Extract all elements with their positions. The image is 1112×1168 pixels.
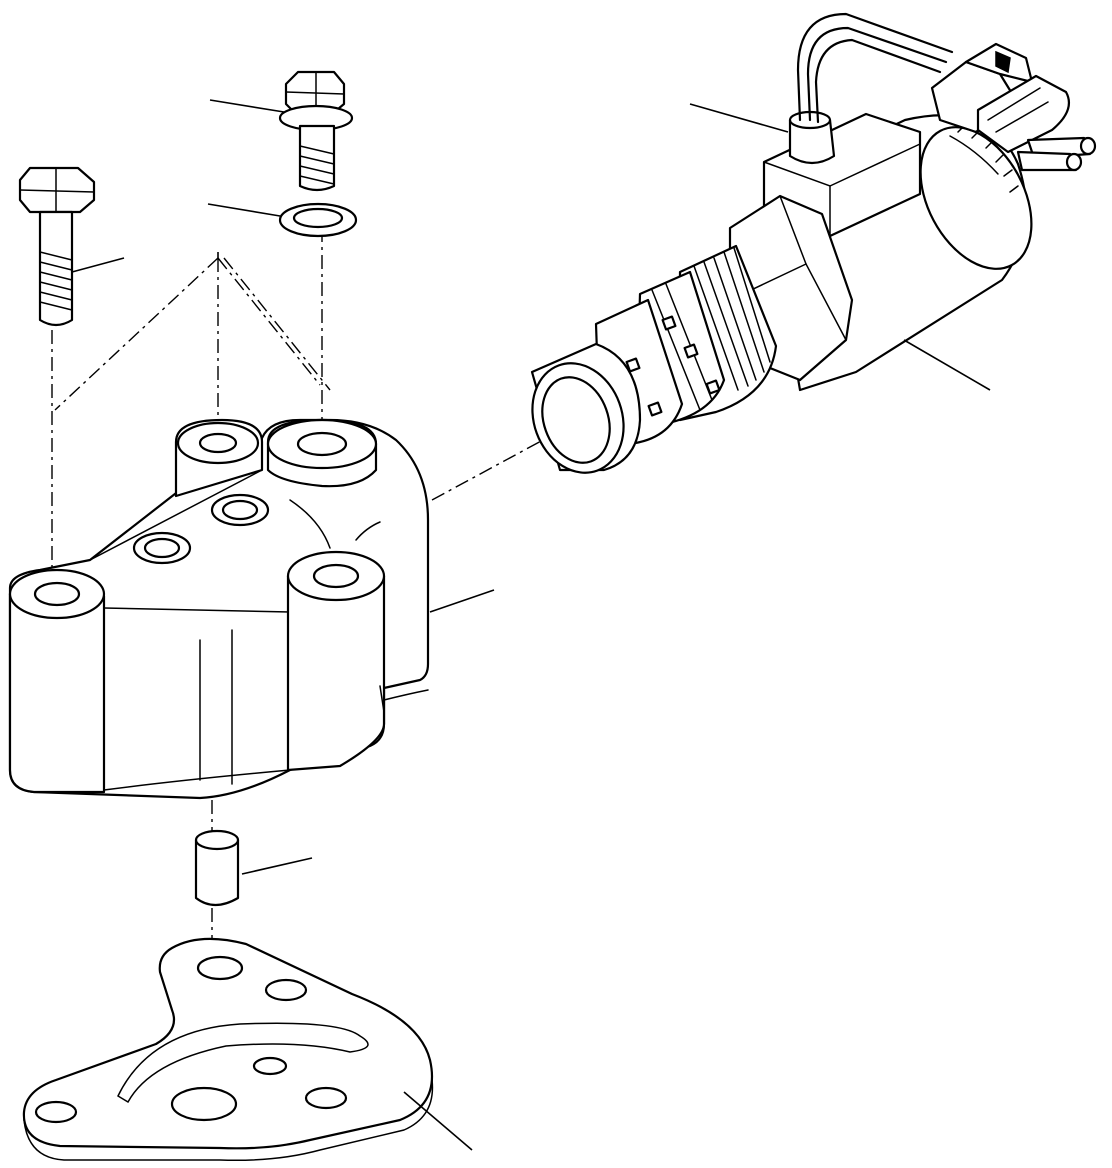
long-bolt-icon (18, 166, 125, 327)
wire-connector-icon (796, 12, 1097, 172)
valve-body-icon (8, 418, 495, 800)
solenoid-valve-icon (530, 103, 1033, 474)
dowel-pin-icon (194, 829, 313, 907)
gasket-icon (22, 937, 473, 1162)
flange-bolt-icon (209, 70, 354, 192)
washer-icon (207, 202, 358, 238)
